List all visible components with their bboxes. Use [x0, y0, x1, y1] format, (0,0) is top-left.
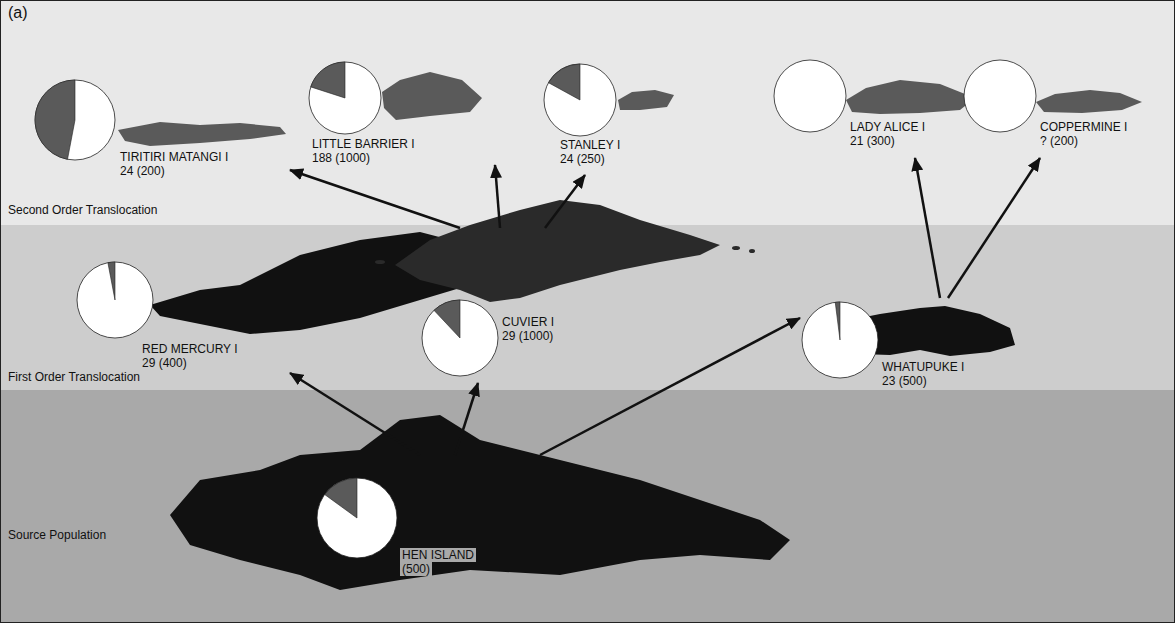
pie-chart: [774, 60, 846, 132]
island-shape: [1036, 90, 1142, 113]
island-name: TIRITIRI MATANGI I: [120, 150, 228, 164]
islet-shape: [749, 249, 755, 253]
pie-chart: [77, 262, 153, 338]
islet-shape: [375, 260, 385, 264]
island-node: LADY ALICE I21 (300): [770, 58, 980, 158]
translocation-arrow: [545, 175, 585, 228]
island-shape: [382, 72, 482, 120]
translocation-arrow: [915, 158, 940, 298]
band-label: First Order Translocation: [8, 370, 140, 384]
island-node: STANLEY I24 (250): [535, 60, 675, 175]
islet-shape: [732, 246, 740, 250]
island-node: LITTLE BARRIER I188 (1000): [305, 60, 505, 167]
translocation-arrow: [540, 318, 800, 455]
island-node: RED MERCURY I29 (400): [75, 228, 505, 373]
sample-count: 188 (1000): [312, 151, 370, 165]
sample-count: 24 (250): [560, 152, 605, 166]
pie-base: [544, 64, 616, 136]
pie-slice: [548, 64, 580, 100]
translocation-arrow: [948, 158, 1040, 298]
pie-chart: [802, 302, 878, 378]
pie-slice: [35, 80, 75, 159]
island-name: HEN ISLAND: [400, 548, 476, 562]
pie-slice: [434, 300, 460, 338]
pie-chart: [317, 478, 397, 558]
pie-chart: [309, 62, 381, 134]
island-shape: [846, 80, 975, 114]
translocation-arrow: [290, 170, 460, 228]
island-shape: [170, 415, 790, 590]
pie-slice: [108, 262, 115, 300]
island-name: COPPERMINE I: [1040, 120, 1127, 134]
sample-count: ? (200): [1040, 134, 1078, 148]
pie-base: [802, 302, 878, 378]
pie-base: [964, 60, 1036, 132]
island-name: WHATUPUKE I: [882, 360, 964, 374]
translocation-arrow: [495, 165, 500, 228]
band-label: Source Population: [8, 528, 106, 542]
island-node: COPPERMINE I? (200): [960, 58, 1150, 158]
band-label: Second Order Translocation: [8, 203, 157, 217]
pie-base: [35, 80, 115, 160]
band-ground: [0, 0, 1175, 225]
translocation-arrow: [290, 373, 420, 455]
translocation-band: Second Order Translocation TIRITIRI MATAN…: [0, 0, 1175, 225]
sample-count: (500): [400, 562, 432, 576]
pie-base: [309, 62, 381, 134]
island-node: CUVIER I29 (1000): [400, 228, 725, 383]
island-node: WHATUPUKE I23 (500): [800, 298, 1020, 390]
pie-base: [774, 60, 846, 132]
translocation-band: First Order TranslocationRED MERCURY I29…: [0, 225, 1175, 390]
pie-slice: [835, 302, 840, 340]
sample-count: 29 (400): [142, 356, 187, 370]
island-name: LITTLE BARRIER I: [312, 137, 415, 151]
pie-chart: [422, 300, 498, 376]
pie-chart: [35, 80, 115, 160]
sample-count: 23 (500): [882, 374, 927, 388]
pie-base: [317, 478, 397, 558]
panel-label: (a): [8, 4, 28, 22]
sample-count: 21 (300): [850, 134, 895, 148]
sample-count: 24 (200): [120, 164, 165, 178]
band-ground: [0, 390, 1175, 623]
island-name: RED MERCURY I: [142, 342, 238, 356]
translocation-band: Source PopulationHEN ISLAND(500): [0, 390, 1175, 623]
island-name: LADY ALICE I: [850, 120, 925, 134]
pie-base: [422, 300, 498, 376]
island-name: STANLEY I: [560, 138, 620, 152]
island-shape: [118, 122, 286, 146]
pie-chart: [964, 60, 1036, 132]
pie-slice: [311, 62, 345, 98]
island-node: TIRITIRI MATANGI I24 (200): [35, 75, 290, 180]
sample-count: 29 (1000): [502, 329, 553, 343]
translocation-arrow: [455, 383, 478, 455]
island-node: HEN ISLAND(500): [165, 455, 795, 595]
pie-slice: [325, 478, 357, 518]
island-name: CUVIER I: [502, 315, 554, 329]
island-shape: [618, 90, 674, 110]
island-shape: [395, 200, 720, 302]
pie-base: [77, 262, 153, 338]
pie-chart: [544, 64, 616, 136]
